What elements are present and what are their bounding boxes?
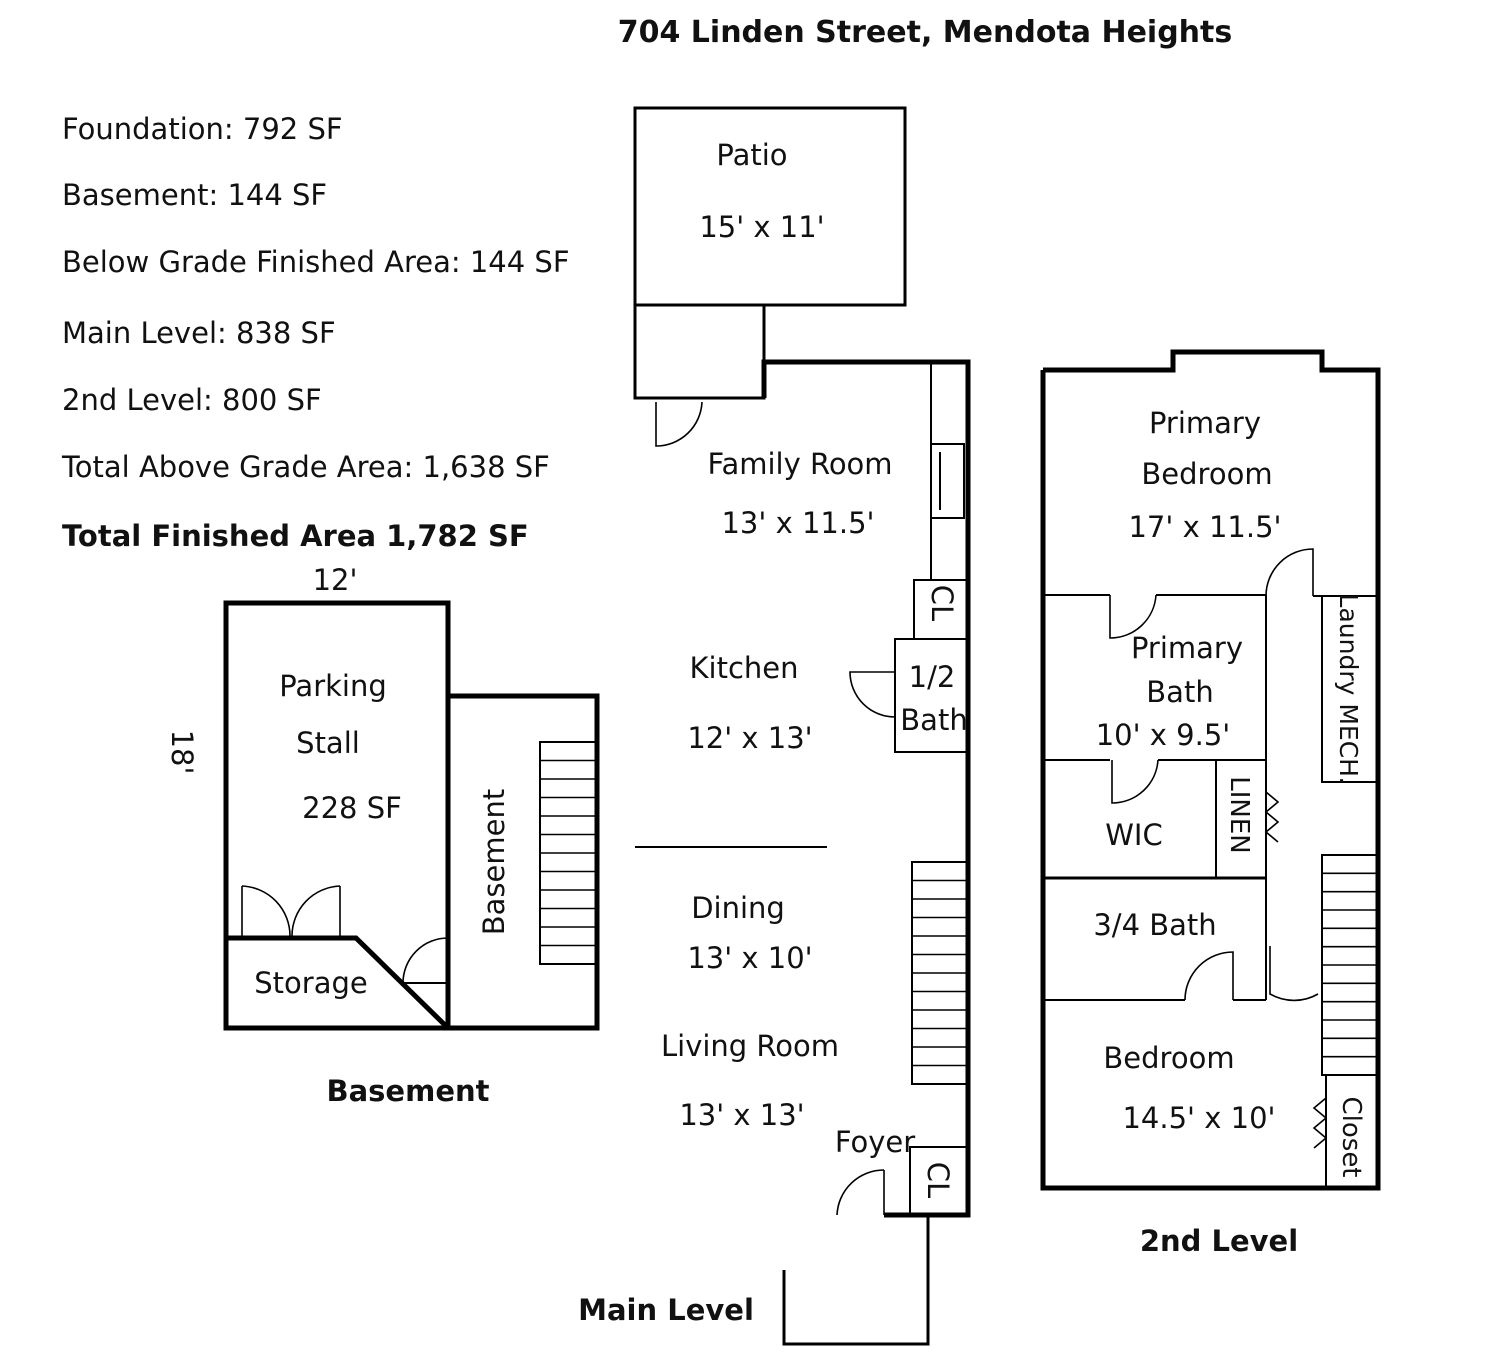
half-bath-label-2: Bath bbox=[900, 703, 967, 737]
parking-label-2: Stall bbox=[296, 726, 360, 760]
primary-bedroom-label-1: Primary bbox=[1149, 406, 1261, 440]
fireplace bbox=[930, 443, 965, 519]
storage-label: Storage bbox=[254, 966, 367, 1000]
basement-dim-length: 18' bbox=[165, 730, 199, 775]
primary-bedroom-door-swing bbox=[1265, 548, 1314, 597]
basement-room-label: Basement bbox=[477, 789, 511, 935]
closet-lower-label: CL bbox=[921, 1162, 955, 1198]
bedroom-label: Bedroom bbox=[1103, 1041, 1234, 1075]
kitchen-label: Kitchen bbox=[690, 651, 799, 685]
main-level: Patio 15' x 11' Family Room 13' x 11.5' … bbox=[578, 106, 971, 1346]
closet-lower-wall bbox=[909, 1146, 969, 1216]
main-exterior-wall bbox=[761, 359, 971, 1218]
main-level-caption: Main Level bbox=[578, 1293, 754, 1327]
primary-bath-label-2: Bath bbox=[1146, 675, 1213, 709]
stat-foundation: Foundation: 792 SF bbox=[62, 112, 343, 146]
garage-door-left-swing bbox=[241, 885, 291, 937]
linen-bifold bbox=[1264, 791, 1280, 843]
stat-total-finished: Total Finished Area 1,782 SF bbox=[62, 519, 529, 553]
half-bath-door-swing bbox=[849, 671, 896, 718]
laundry-closet bbox=[1321, 595, 1379, 783]
family-room-label: Family Room bbox=[707, 447, 892, 481]
patio-dim: 15' x 11' bbox=[699, 210, 824, 244]
foyer-label: Foyer bbox=[835, 1125, 915, 1159]
basement-level: 12' 18' Parking Stall 228 SF Basement St… bbox=[165, 563, 600, 1108]
living-room-dim: 13' x 13' bbox=[679, 1098, 804, 1132]
foyer-door-swing bbox=[836, 1169, 885, 1216]
living-room-label: Living Room bbox=[661, 1029, 839, 1063]
linen-label: LINEN bbox=[1224, 776, 1254, 853]
parking-label-1: Parking bbox=[279, 669, 387, 703]
stat-below-grade: Below Grade Finished Area: 144 SF bbox=[62, 245, 570, 279]
stat-second-level: 2nd Level: 800 SF bbox=[62, 383, 322, 417]
stat-basement: Basement: 144 SF bbox=[62, 178, 327, 212]
front-step bbox=[782, 1215, 930, 1346]
three-quarter-bath-door-swing bbox=[1184, 951, 1234, 1001]
stat-main-level: Main Level: 838 SF bbox=[62, 316, 336, 350]
patio-label: Patio bbox=[716, 138, 787, 172]
closet-label: Closet bbox=[1336, 1096, 1366, 1177]
half-bath-label-1: 1/2 bbox=[909, 660, 956, 694]
half-bath-wall bbox=[894, 638, 968, 753]
primary-bedroom-label-2: Bedroom bbox=[1141, 457, 1272, 491]
stat-total-above: Total Above Grade Area: 1,638 SF bbox=[61, 450, 550, 484]
stoop-outline bbox=[633, 305, 766, 400]
storage-door-swing bbox=[402, 937, 449, 984]
garage-door-right-swing bbox=[291, 885, 341, 937]
primary-bath-dim: 10' x 9.5' bbox=[1096, 718, 1231, 752]
dining-label: Dining bbox=[691, 891, 785, 925]
second-level-caption: 2nd Level bbox=[1140, 1224, 1298, 1258]
second-exterior-wall bbox=[1040, 349, 1381, 1191]
closet-bifold bbox=[1312, 1097, 1328, 1149]
linen-closet bbox=[1215, 759, 1267, 879]
basement-caption: Basement bbox=[327, 1074, 490, 1108]
bedroom-door-swing bbox=[1269, 946, 1319, 1002]
bedroom-dim: 14.5' x 10' bbox=[1122, 1101, 1275, 1135]
second-level: Primary Bedroom 17' x 11.5' Primary Bath… bbox=[1040, 349, 1381, 1258]
wic-door-swing bbox=[1111, 759, 1159, 804]
wic-label: WIC bbox=[1105, 818, 1162, 852]
stoop-door-swing bbox=[655, 401, 703, 447]
three-quarter-bath-label: 3/4 Bath bbox=[1093, 908, 1216, 942]
primary-bath-door-swing bbox=[1109, 594, 1157, 639]
basement-stair-treads bbox=[540, 759, 597, 947]
basement-dim-width: 12' bbox=[313, 563, 358, 597]
primary-bedroom-dim: 17' x 11.5' bbox=[1128, 510, 1281, 544]
parking-area: 228 SF bbox=[302, 791, 402, 825]
storage-wall bbox=[226, 935, 450, 1030]
patio-outline bbox=[633, 106, 907, 307]
basement-room-wall bbox=[445, 693, 600, 1031]
kitchen-dim: 12' x 13' bbox=[687, 721, 812, 755]
main-stair-treads bbox=[912, 879, 968, 1067]
primary-bath-label-1: Primary bbox=[1131, 631, 1243, 665]
dining-dim: 13' x 10' bbox=[687, 941, 812, 975]
family-room-dim: 13' x 11.5' bbox=[721, 506, 874, 540]
second-stair-treads bbox=[1322, 872, 1378, 1058]
closet-upper-label: CL bbox=[925, 585, 959, 621]
laundry-label: Laundry MECH. bbox=[1334, 594, 1363, 785]
plan-title: 704 Linden Street, Mendota Heights bbox=[618, 15, 1233, 50]
